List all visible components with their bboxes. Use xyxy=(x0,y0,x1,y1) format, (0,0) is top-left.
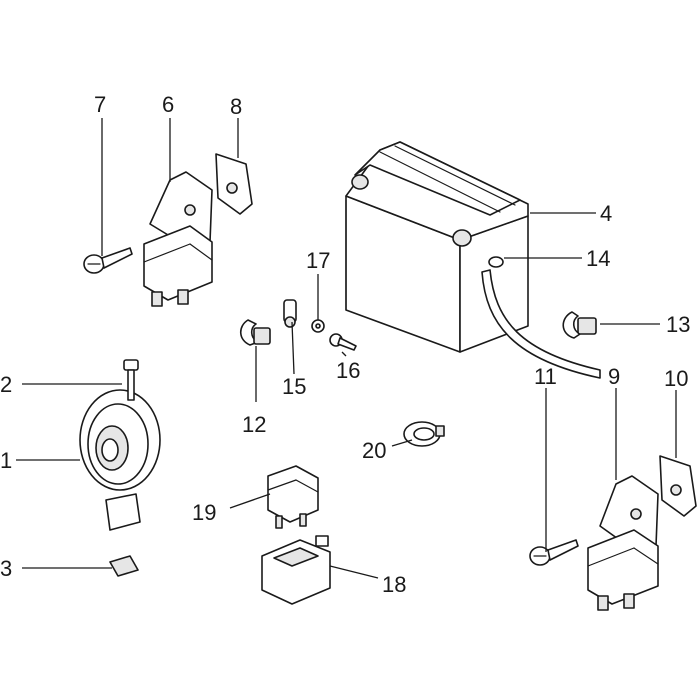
callout-10: 10 xyxy=(664,366,688,391)
callout-6: 6 xyxy=(162,92,174,117)
relay-assembly-left xyxy=(83,153,253,307)
callout-20: 20 xyxy=(362,438,386,463)
callout-16: 16 xyxy=(336,358,360,383)
vent-hose xyxy=(481,256,601,379)
battery xyxy=(345,141,529,353)
callout-3: 3 xyxy=(0,556,12,581)
callout-9: 9 xyxy=(608,364,620,389)
callout-18: 18 xyxy=(382,572,406,597)
callout-14: 14 xyxy=(586,246,610,271)
relay xyxy=(267,465,319,529)
callout-13: 13 xyxy=(666,312,690,337)
terminal-cap-12 xyxy=(239,319,271,346)
hose-clamp xyxy=(403,421,445,447)
callout-19: 19 xyxy=(192,500,216,525)
callout-12: 12 xyxy=(242,412,266,437)
callout-15: 15 xyxy=(282,374,306,399)
callout-labels: 1 2 3 4 6 7 8 9 10 11 12 13 14 15 16 17 … xyxy=(0,92,690,597)
callout-11: 11 xyxy=(534,364,557,389)
bolt-washer-set xyxy=(283,299,357,351)
horn-assembly xyxy=(79,359,161,577)
callout-8: 8 xyxy=(230,94,242,119)
callout-7: 7 xyxy=(94,92,106,117)
leader-lines xyxy=(16,118,677,579)
callout-1: 1 xyxy=(0,448,12,473)
relay-assembly-right xyxy=(529,455,697,611)
callout-4: 4 xyxy=(600,201,612,226)
callout-2: 2 xyxy=(0,372,12,397)
relay-socket xyxy=(261,535,331,605)
callout-17: 17 xyxy=(306,248,330,273)
terminal-cap-13 xyxy=(562,311,597,339)
